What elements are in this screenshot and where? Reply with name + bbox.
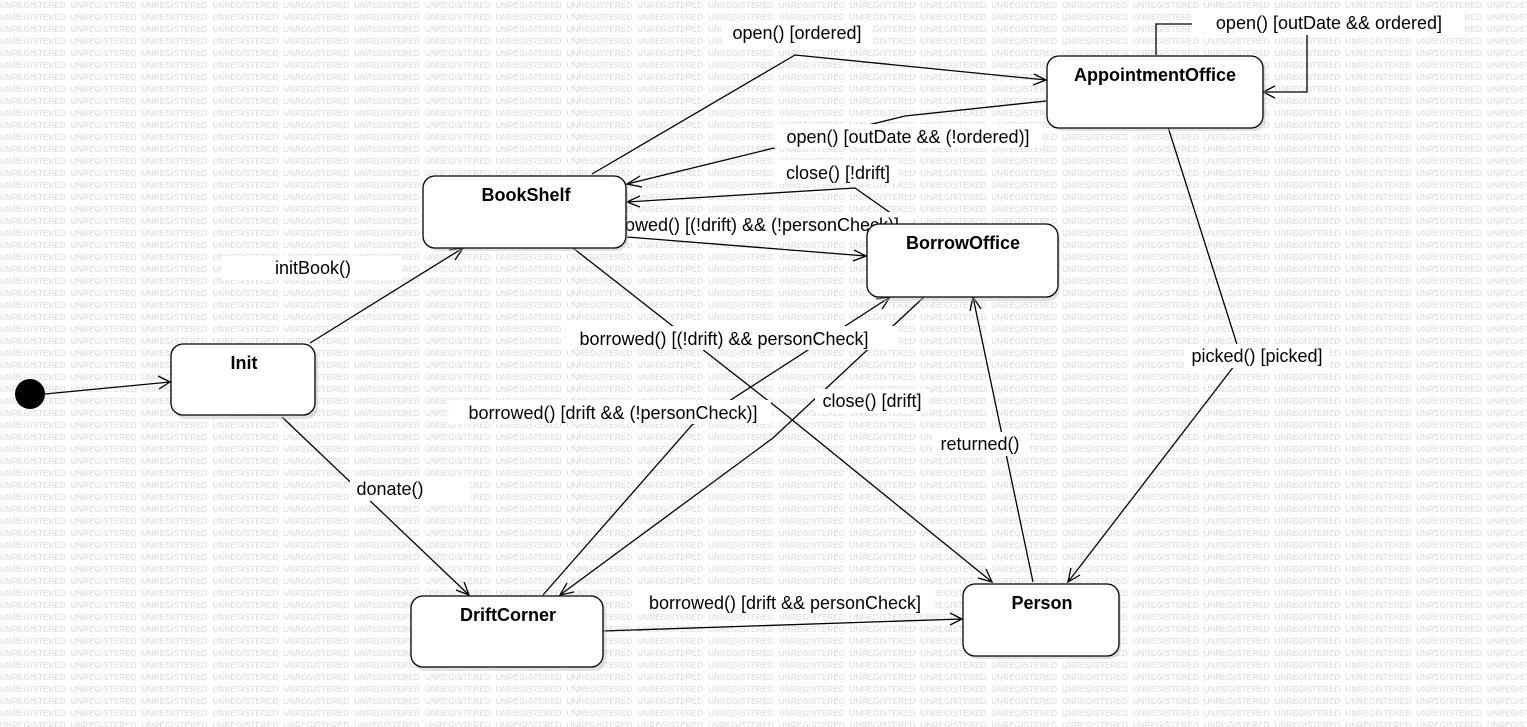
transition-donate[interactable] [281, 416, 471, 597]
svg-text:returned(): returned() [940, 434, 1019, 454]
svg-text:Person: Person [1011, 593, 1072, 613]
svg-text:picked() [picked]: picked() [picked] [1191, 346, 1322, 366]
label-borrowed-nodrift-check: borrowed() [(!drift) && personCheck] [565, 326, 899, 350]
label-donate: donate() [350, 477, 470, 501]
transition-borrowed-nodrift-nocheck[interactable] [626, 236, 868, 262]
svg-text:borrowed() [drift && personChe: borrowed() [drift && personCheck] [649, 593, 921, 613]
svg-text:donate(): donate() [356, 479, 423, 499]
label-borrowed-drift-check: borrowed() [drift && personCheck] [633, 590, 935, 614]
label-returned: returned() [932, 432, 1028, 456]
state-person[interactable]: Person [962, 583, 1121, 659]
label-picked: picked() [picked] [1184, 344, 1330, 368]
label-open-notordered: open() [outDate && (!ordered)] [774, 124, 1042, 148]
svg-text:BookShelf: BookShelf [481, 185, 571, 205]
svg-text:borrowed() [drift && (!personC: borrowed() [drift && (!personCheck)] [468, 403, 757, 423]
transition-open-ordered[interactable] [591, 54, 1048, 175]
svg-text:borrowed() [(!drift) && (!pers: borrowed() [(!drift) && (!personCheck)] [593, 215, 899, 235]
label-open-ordered: open() [ordered] [722, 20, 872, 44]
label-borrowed-nodrift-nocheck: borrowed() [(!drift) && (!personCheck)] [579, 212, 913, 236]
transition-open-notordered[interactable] [625, 100, 1047, 188]
svg-text:close() [!drift]: close() [!drift] [786, 163, 890, 183]
state-driftcorner[interactable]: DriftCorner [410, 595, 606, 671]
svg-text:AppointmentOffice: AppointmentOffice [1074, 65, 1236, 85]
label-borrowed-drift-nocheck: borrowed() [drift && (!personCheck)] [449, 400, 771, 424]
svg-text:borrowed() [(!drift) && person: borrowed() [(!drift) && personCheck] [579, 329, 868, 349]
svg-text:open() [outDate && (!ordered)]: open() [outDate && (!ordered)] [786, 127, 1029, 147]
state-borrowoffice[interactable]: BorrowOffice [866, 223, 1060, 301]
state-appointmentoffice[interactable]: AppointmentOffice [1046, 55, 1266, 131]
label-initbook: initBook() [222, 256, 402, 280]
state-init[interactable]: Init [170, 343, 318, 419]
state-bookshelf[interactable]: BookShelf [422, 175, 628, 251]
svg-text:open() [outDate && ordered]: open() [outDate && ordered] [1216, 13, 1442, 33]
label-open-self: open() [outDate && ordered] [1192, 10, 1464, 35]
transition-borrowed-drift-check[interactable] [602, 612, 964, 632]
transition-initial[interactable] [44, 375, 172, 395]
initial-state-marker[interactable] [15, 379, 45, 409]
svg-text:Init: Init [231, 353, 258, 373]
svg-text:open() [ordered]: open() [ordered] [732, 23, 861, 43]
transition-borrowed-drift-nocheck[interactable] [572, 247, 994, 584]
svg-text:DriftCorner: DriftCorner [460, 605, 556, 625]
label-close-notdrift: close() [!drift] [777, 160, 899, 184]
svg-text:initBook(): initBook() [275, 258, 351, 278]
label-close-drift: close() [drift] [815, 389, 929, 413]
svg-text:close() [drift]: close() [drift] [822, 391, 921, 411]
svg-text:BorrowOffice: BorrowOffice [906, 233, 1020, 253]
